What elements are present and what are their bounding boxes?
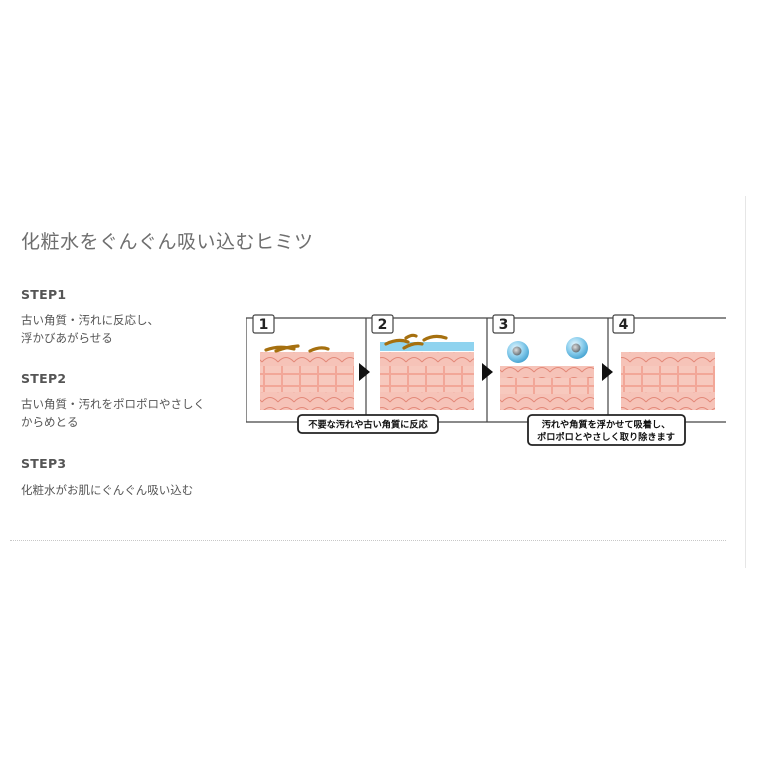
panel-1-number: 1 bbox=[252, 314, 275, 334]
svg-text:4: 4 bbox=[619, 317, 629, 333]
svg-text:ポロポロとやさしく取り除きます: ポロポロとやさしく取り除きます bbox=[537, 431, 675, 443]
arrow-right-icon bbox=[359, 363, 370, 381]
svg-text:2: 2 bbox=[378, 317, 388, 333]
skin-block-1 bbox=[260, 352, 354, 410]
step3-text: 化粧水がお肌にぐんぐん吸い込む bbox=[21, 483, 194, 497]
svg-text:不要な汚れや古い角質に反応: 不要な汚れや古い角質に反応 bbox=[308, 419, 428, 431]
skin-block-4 bbox=[621, 352, 715, 410]
step2-label: STEP2 bbox=[21, 371, 67, 386]
dirt-flakes-1 bbox=[264, 344, 330, 353]
skin-diagram: 1 2 3 4 bbox=[245, 314, 726, 453]
panel-2-number: 2 bbox=[371, 314, 394, 334]
panel-4-number: 4 bbox=[612, 314, 635, 334]
section-separator bbox=[10, 540, 726, 541]
step2-text: 古い角質・汚れをポロポロやさしく からめとる bbox=[21, 397, 205, 429]
bubble-icon bbox=[566, 337, 588, 359]
dirt-flakes-2 bbox=[384, 333, 448, 350]
bubble-icon bbox=[507, 341, 529, 363]
arrow-right-icon bbox=[482, 363, 493, 381]
arrow-right-icon bbox=[602, 363, 613, 381]
callout-2: 汚れや角質を浮かせて吸着し、 ポロポロとやさしく取り除きます bbox=[527, 414, 686, 446]
skin-block-3 bbox=[500, 366, 594, 410]
step1-label: STEP1 bbox=[21, 287, 67, 302]
svg-text:汚れや角質を浮かせて吸着し、: 汚れや角質を浮かせて吸着し、 bbox=[542, 419, 671, 431]
svg-text:3: 3 bbox=[499, 317, 509, 333]
page-title: 化粧水をぐんぐん吸い込むヒミツ bbox=[21, 231, 314, 253]
panel-3-number: 3 bbox=[492, 314, 515, 334]
step3-label: STEP3 bbox=[21, 456, 67, 471]
svg-text:1: 1 bbox=[259, 317, 269, 333]
gel-layer bbox=[380, 342, 474, 351]
callout-1: 不要な汚れや古い角質に反応 bbox=[297, 414, 439, 434]
skin-block-2 bbox=[380, 342, 474, 410]
right-divider bbox=[745, 196, 746, 568]
step1-text: 古い角質・汚れに反応し、 浮かびあがらせる bbox=[21, 313, 159, 345]
